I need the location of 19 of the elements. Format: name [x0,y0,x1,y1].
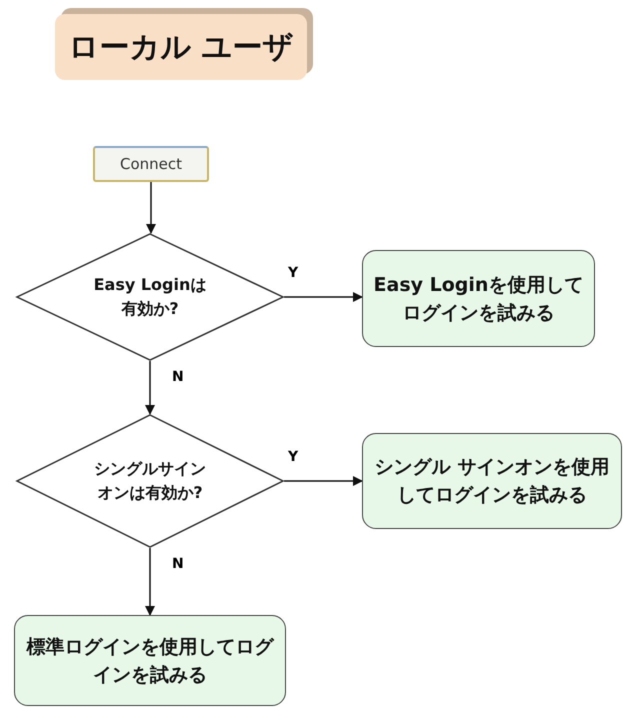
arrow [145,361,155,415]
arrow [146,182,156,234]
arrow [145,548,155,616]
title-box [55,14,307,80]
node-text: シングル サインオンを使用してログインを試みる [374,455,610,508]
node-text: シングルサインオンは有効か? [93,458,207,504]
decision-diamond [16,233,284,361]
node-text: 標準ログインを使用してログインを試みる [25,634,276,688]
arrow [284,292,363,302]
process-box [14,615,286,706]
arrow [284,476,363,486]
node-text: Connect [120,155,182,173]
process-box [362,433,622,529]
node-text: Easy Loginを使用してログインを試みる [372,272,584,326]
decision-diamond [16,414,284,548]
process-box [362,250,595,347]
connect-box [93,146,209,182]
node-text: ローカル ユーザ [68,28,294,66]
node-text: Easy Loginは有効か? [92,274,208,320]
